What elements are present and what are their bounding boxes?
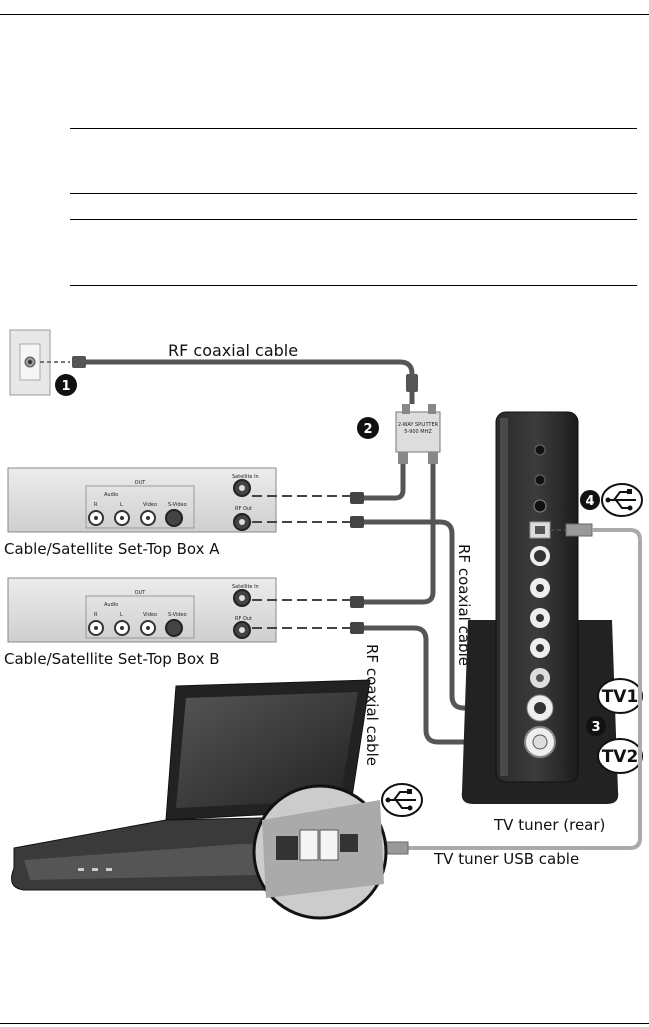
- svg-text:OUT: OUT: [135, 590, 147, 596]
- laptop-port-zoom: [252, 784, 388, 920]
- svg-text:S-Video: S-Video: [168, 502, 187, 508]
- svg-text:Satellite In: Satellite In: [232, 474, 259, 480]
- svg-text:R: R: [94, 502, 98, 508]
- splitter: 2-WAY SPLITTER 5-900 MHZ: [395, 404, 441, 464]
- tv1-badge: TV1: [597, 678, 643, 714]
- svg-text:2: 2: [363, 422, 372, 437]
- connection-diagram: RF coaxial cable 1 2-WAY SPLITTER 5-900 …: [4, 329, 643, 920]
- set-top-box-a: OUT Audio R L Video S-Video Satellite In…: [7, 467, 277, 533]
- callout-1: 1: [55, 374, 77, 396]
- box-b-label: Cable/Satellite Set-Top Box B: [4, 650, 220, 668]
- svg-text:TV1: TV1: [602, 687, 639, 707]
- callout-4: 4: [580, 490, 600, 510]
- usb-icon: [601, 483, 643, 517]
- note-rule-4: [70, 285, 637, 286]
- note-rule-3: [70, 219, 637, 220]
- rf-cable-top: [40, 356, 418, 392]
- tv-tuner-icon: [461, 411, 619, 804]
- svg-text:L: L: [120, 502, 123, 508]
- svg-text:S-Video: S-Video: [168, 612, 187, 618]
- svg-text:TV2: TV2: [602, 747, 639, 767]
- set-top-box-b: OUT Audio R L Video S-Video Satellite In…: [7, 577, 277, 643]
- tv2-badge: TV2: [597, 738, 643, 774]
- svg-text:RF Out: RF Out: [235, 616, 252, 622]
- svg-text:R: R: [94, 612, 98, 618]
- laptop-usb-icon: [381, 783, 423, 817]
- splitter-text-2: 5-900 MHZ: [404, 429, 432, 435]
- splitter-output-cables: [350, 464, 436, 608]
- callout-2: 2: [357, 417, 379, 439]
- usb-cable-label: TV tuner USB cable: [433, 850, 579, 868]
- svg-text:3: 3: [591, 720, 600, 735]
- note-rule-2: [70, 193, 637, 194]
- splitter-text-1: 2-WAY SPLITTER: [398, 422, 439, 428]
- box-a-label: Cable/Satellite Set-Top Box A: [4, 540, 220, 558]
- svg-text:1: 1: [61, 379, 70, 394]
- svg-text:Satellite In: Satellite In: [232, 584, 259, 590]
- svg-text:RF Out: RF Out: [235, 506, 252, 512]
- top-rule: [0, 14, 649, 15]
- svg-text:4: 4: [585, 494, 594, 509]
- svg-text:Audio: Audio: [104, 492, 118, 498]
- rf-cable-label-top: RF coaxial cable: [168, 341, 298, 360]
- svg-text:Video: Video: [143, 502, 157, 508]
- svg-text:OUT: OUT: [135, 480, 147, 486]
- svg-text:Audio: Audio: [104, 602, 118, 608]
- tv-tuner-label: TV tuner (rear): [493, 816, 605, 834]
- note-rule-1: [70, 128, 637, 129]
- rf-cable-label-vertical-2: RF coaxial cable: [363, 644, 381, 766]
- dashed-connectors: [252, 495, 350, 629]
- bottom-rule: [0, 1023, 649, 1024]
- svg-text:L: L: [120, 612, 123, 618]
- callout-3: 3: [586, 716, 606, 736]
- svg-text:Video: Video: [143, 612, 157, 618]
